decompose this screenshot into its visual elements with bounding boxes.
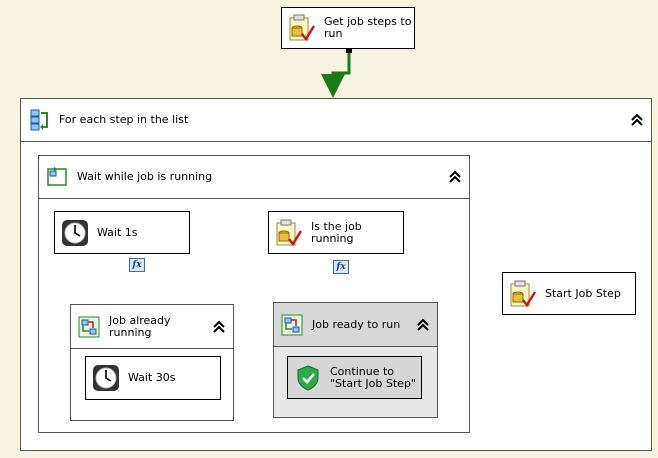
collapse-chevron-icon[interactable]	[415, 317, 431, 333]
task-wait-30s[interactable]: Wait 30s	[85, 356, 221, 400]
container-header: Job already running	[71, 305, 233, 349]
task-start-job-step[interactable]: Start Job Step	[502, 272, 636, 315]
container-label: Job ready to run	[312, 317, 401, 331]
task-label: Wait 1s	[97, 225, 138, 239]
shield-check-icon	[297, 364, 319, 391]
sequence-container-icon	[281, 314, 303, 335]
task-label: Start Job Step	[545, 286, 621, 300]
clock-icon	[62, 219, 88, 246]
foreach-loop-icon	[30, 109, 48, 131]
container-label: Wait while job is running	[77, 170, 213, 183]
task-label: Continue to "Start Job Step"	[330, 364, 416, 390]
collapse-chevron-icon[interactable]	[211, 319, 227, 335]
task-label: Wait 30s	[128, 371, 176, 384]
task-get-job-steps[interactable]: Get job steps to run	[281, 7, 415, 49]
clock-icon	[93, 365, 119, 391]
constraint-get-to-foreach	[321, 50, 351, 98]
container-label: For each step in the list	[59, 113, 189, 126]
collapse-chevron-icon[interactable]	[629, 112, 645, 128]
container-header: Job ready to run	[274, 303, 437, 347]
execute-sql-task-icon	[289, 14, 316, 42]
task-label: Get job steps to run	[324, 15, 412, 40]
execute-sql-task-icon	[510, 280, 537, 307]
container-label: Job already running	[109, 313, 171, 339]
task-label: Is the job running	[311, 219, 362, 245]
execute-sql-task-icon	[276, 219, 303, 246]
collapse-chevron-icon[interactable]	[447, 169, 463, 185]
task-wait-1s[interactable]: Wait 1s	[54, 211, 190, 254]
task-is-job-running[interactable]: Is the job running	[268, 211, 404, 254]
expression-badge[interactable]: fx	[129, 258, 145, 272]
for-loop-icon	[47, 167, 67, 186]
expression-badge[interactable]: fx	[333, 260, 349, 274]
container-header: For each step in the list	[21, 99, 651, 142]
task-continue-to-start[interactable]: Continue to "Start Job Step"	[287, 356, 422, 399]
sequence-container-icon	[78, 316, 100, 337]
container-header: Wait while job is running	[39, 156, 469, 199]
